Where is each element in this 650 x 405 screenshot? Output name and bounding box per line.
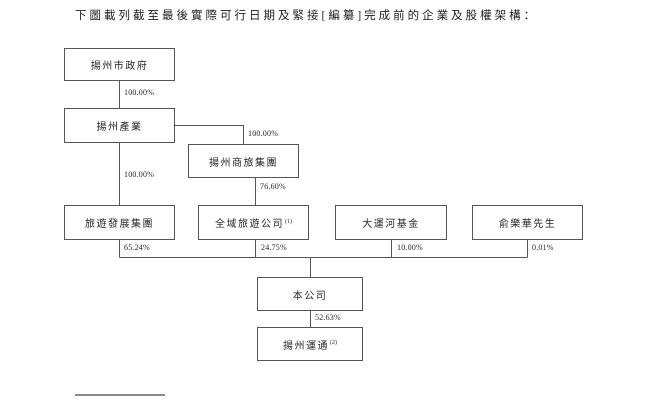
node-label: 揚州商旅集團 [209,157,278,169]
ownership-label-shanglv-quanyu: 76.60% [260,182,286,191]
ownership-label-company-yuntong: 52.63% [315,313,341,322]
node-quanyu-tourism-company: 全域旅遊公司(1) [198,205,309,240]
node-label: 俞樂華先生 [498,219,557,230]
node-yangzhou-commerce-travel-group: 揚州商旅集團 [188,144,299,178]
node-label: 揚州市政府 [90,61,149,72]
footnote-marker: (1) [285,218,292,225]
edge-industry-shanglv [175,125,244,144]
node-tourism-development-group: 旅遊發展集團 [64,205,175,240]
node-label: 大運河基金 [362,219,420,230]
node-yangzhou-industry: 揚州產業 [64,108,175,143]
node-label: 全域旅遊公司(1) [215,218,292,230]
ownership-label-canalfund-company: 10.00% [397,243,423,252]
ownership-label-quanyu-company: 24.75% [261,243,287,252]
ownership-label-industry-shanglv: 100.00% [248,129,279,138]
ownership-label-mryu-company: 0.01% [532,243,554,252]
node-label: 揚州運通(2) [283,340,337,352]
node-grand-canal-fund: 大運河基金 [335,205,447,240]
ownership-label-gov-industry: 100.00% [124,88,155,97]
node-yangzhou-yuntong: 揚州運通(2) [257,327,363,361]
page-title: 下圖載列截至最後實際可行日期及緊接[編纂]完成前的企業及股權架構： [75,10,539,22]
node-yangzhou-government: 揚州市政府 [64,48,175,81]
node-label: 揚州產業 [96,122,143,133]
node-label: 旅遊發展集團 [85,219,154,230]
node-mr-yu-lehua: 俞樂華先生 [472,205,583,240]
ownership-label-industry-tourismdev: 100.00% [124,170,155,179]
footnote-marker: (2) [330,340,337,347]
connector-group [119,81,528,327]
footnote-divider [75,394,165,396]
ownership-label-tourismdev-company: 65.24% [124,243,150,252]
node-the-company: 本公司 [257,277,363,311]
node-label: 本公司 [292,290,328,302]
